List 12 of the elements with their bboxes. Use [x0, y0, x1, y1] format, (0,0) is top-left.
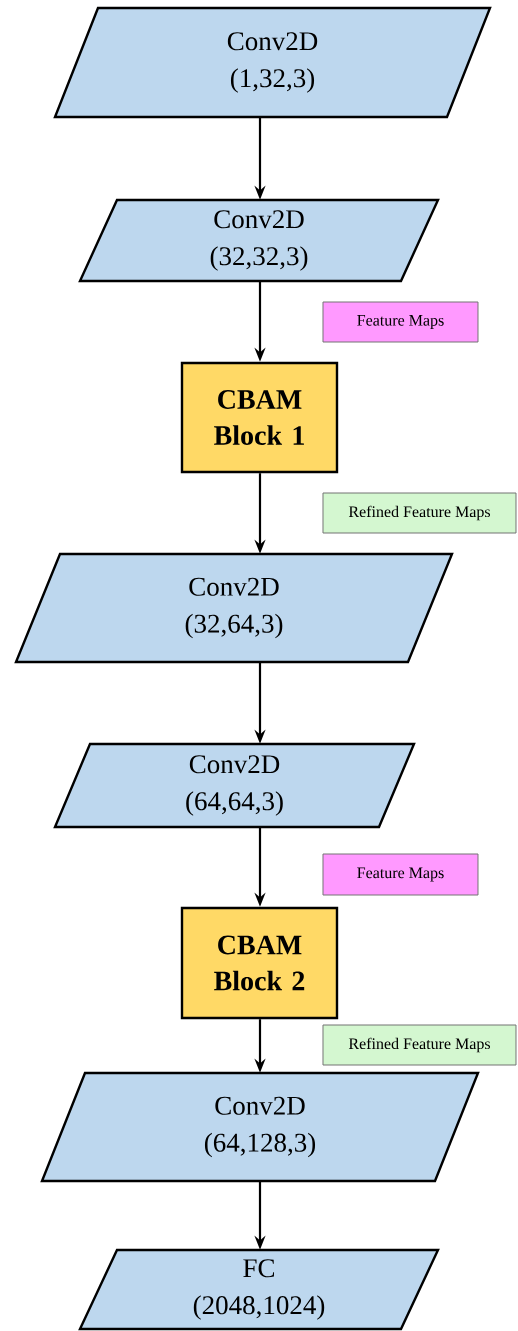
parallelogram-box: Conv2D (32,32,3)	[78, 198, 440, 283]
parallelogram-box: Conv2D (64,64,3)	[53, 742, 416, 829]
parallelogram-box: Conv2D (1,32,3)	[53, 6, 492, 119]
parallelogram-box: Conv2D (64,128,3)	[40, 1071, 480, 1183]
process-box: CBAM Block 2	[180, 906, 339, 1020]
label-box: Feature Maps	[322, 853, 479, 896]
process-box: CBAM Block 1	[180, 361, 339, 474]
parallelogram-box: Conv2D (32,64,3)	[14, 552, 454, 664]
label-box: Refined Feature Maps	[322, 1024, 517, 1066]
label-box: Feature Maps	[322, 301, 479, 343]
parallelogram-box: FC (2048,1024)	[78, 1248, 440, 1331]
label-box: Refined Feature Maps	[322, 492, 517, 534]
